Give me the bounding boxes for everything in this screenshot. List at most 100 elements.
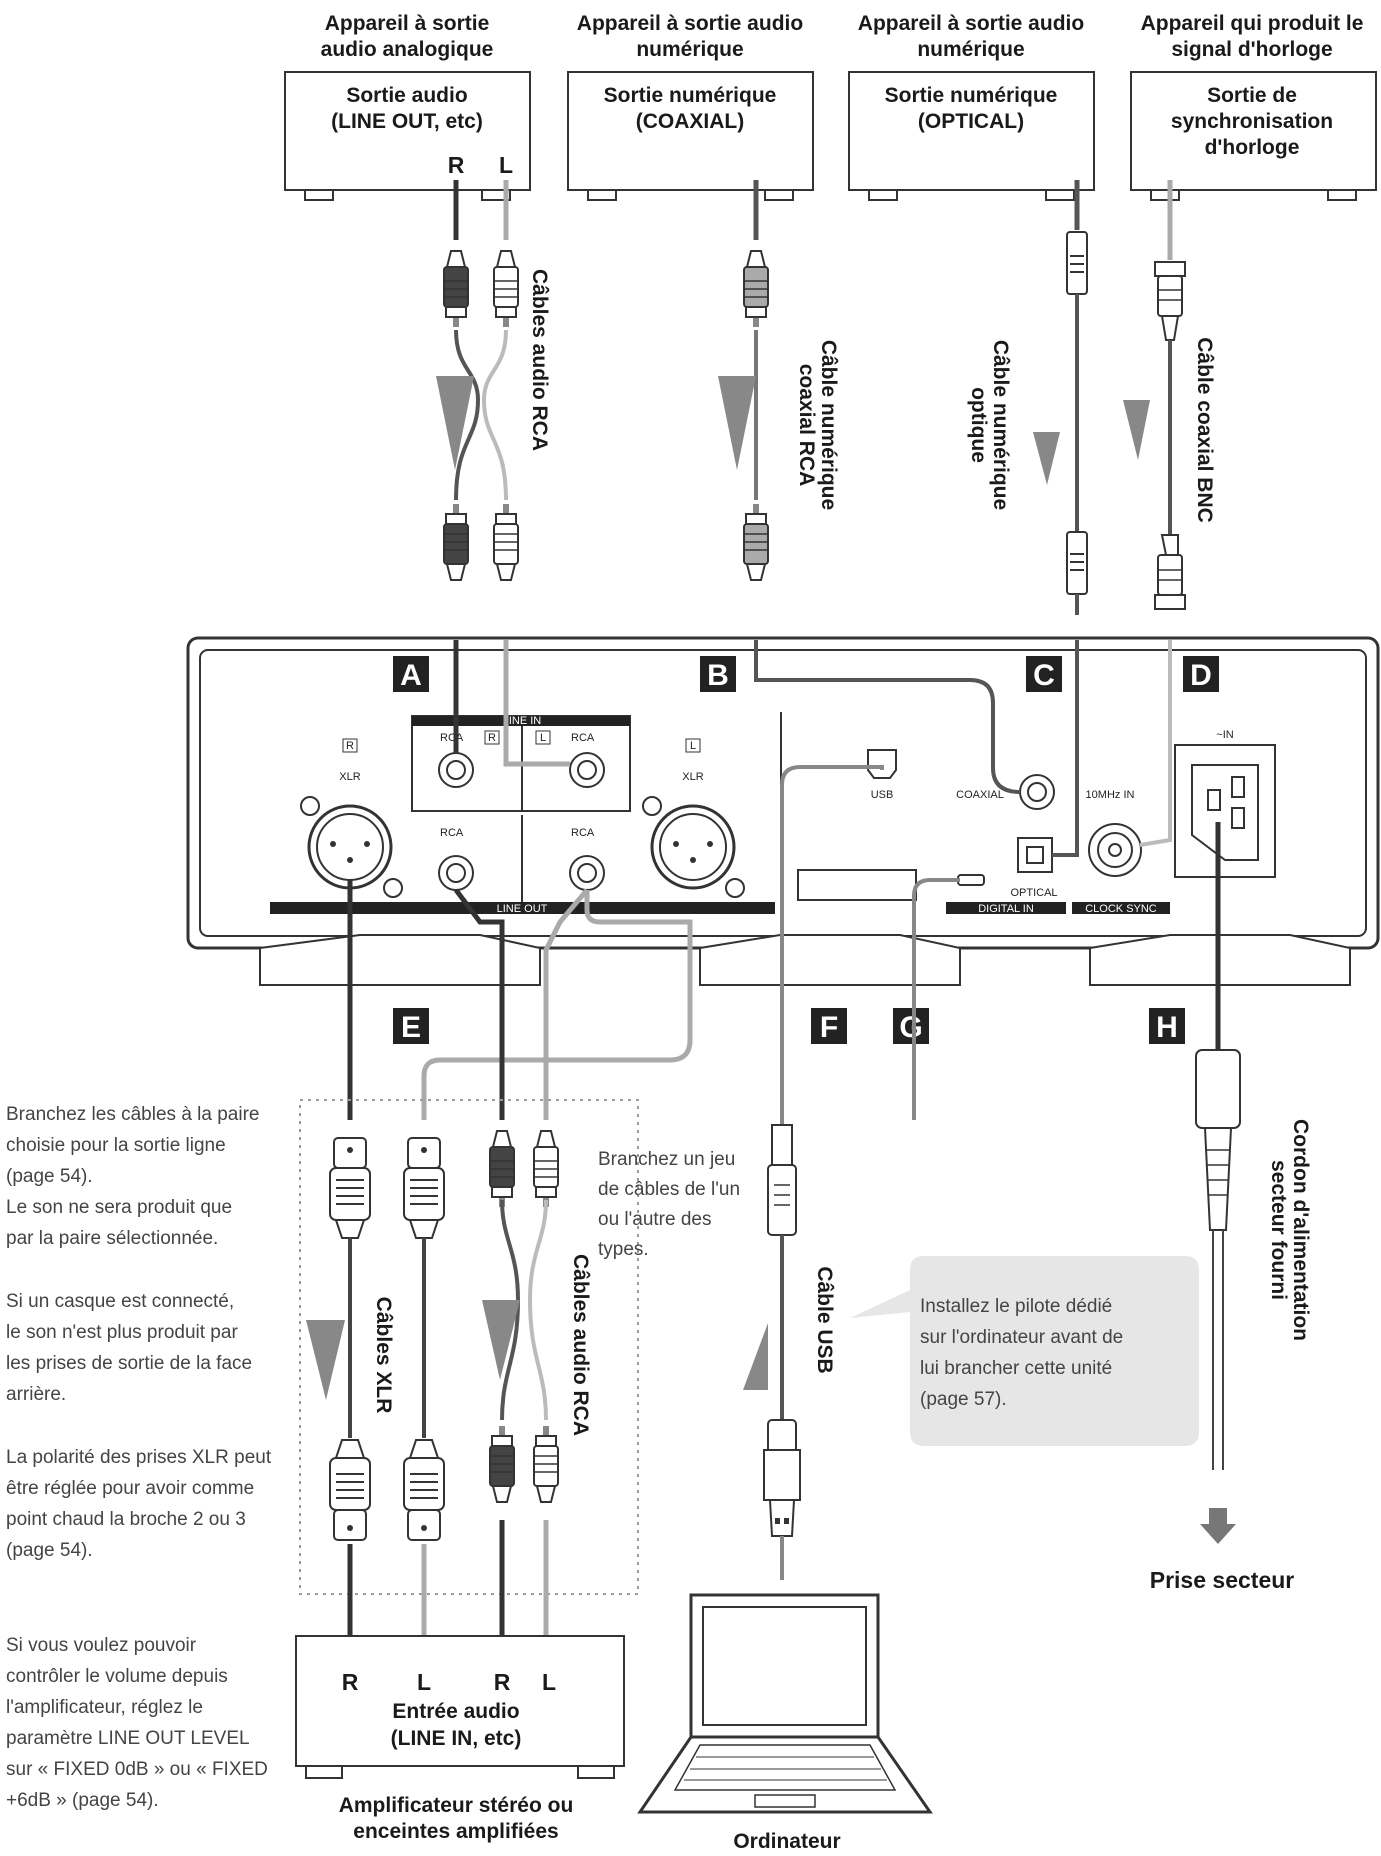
cable-label-usb: Câble USB bbox=[813, 1266, 836, 1373]
panel-l-box-1: L bbox=[540, 732, 546, 744]
svg-text:par la paire sélectionnée.: par la paire sélectionnée. bbox=[6, 1228, 218, 1249]
jack-line-in-l[interactable] bbox=[569, 752, 605, 788]
amp-box-line2: (LINE IN, etc) bbox=[391, 1727, 522, 1750]
panel-xlr-l: XLR bbox=[682, 771, 703, 783]
svg-text:choisie pour la sortie ligne: choisie pour la sortie ligne bbox=[6, 1135, 226, 1156]
panel-line-in: LINE IN bbox=[503, 715, 542, 727]
coax-cable bbox=[743, 180, 769, 581]
arrow-down-icon bbox=[1033, 432, 1060, 485]
header-coax-1: Appareil à sortie audio bbox=[577, 12, 803, 35]
source-clock-line1: Sortie de bbox=[1207, 84, 1297, 107]
jack-coaxial[interactable] bbox=[1019, 774, 1055, 810]
svg-text:paramètre LINE OUT LEVEL: paramètre LINE OUT LEVEL bbox=[6, 1728, 250, 1749]
arrow-down-icon bbox=[482, 1300, 520, 1380]
panel-rca-1: RCA bbox=[440, 732, 464, 744]
amp-box-line1: Entrée audio bbox=[392, 1700, 519, 1723]
cable-label-rca-bottom: Câbles audio RCA bbox=[569, 1254, 592, 1436]
section-badge-c: C bbox=[1026, 656, 1062, 692]
jack-line-in-r[interactable] bbox=[438, 752, 474, 788]
mid-note-line4: types. bbox=[598, 1239, 649, 1260]
cable-label-rca-top: Câbles audio RCA bbox=[528, 269, 551, 451]
panel-digital-in: DIGITAL IN bbox=[978, 903, 1034, 915]
panel-l-box-2: L bbox=[690, 740, 696, 752]
svg-text:Branchez les câbles à la paire: Branchez les câbles à la paire bbox=[6, 1104, 259, 1125]
header-analog-1: Appareil à sortie bbox=[325, 12, 490, 35]
panel-xlr-r: XLR bbox=[339, 771, 360, 783]
panel-rca-2: RCA bbox=[571, 732, 595, 744]
amp-label-line1: Amplificateur stéréo ou bbox=[339, 1794, 574, 1817]
source-optical-line2: (OPTICAL) bbox=[918, 110, 1024, 133]
svg-text:F: F bbox=[820, 1011, 838, 1044]
callout-line2: sur l'ordinateur avant de bbox=[920, 1327, 1123, 1348]
source-analog-line1: Sortie audio bbox=[346, 84, 467, 107]
jack-line-out-l[interactable] bbox=[569, 855, 605, 891]
mid-note-line3: ou l'autre des bbox=[598, 1209, 711, 1230]
left-notes: Branchez les câbles à la paire choisie p… bbox=[6, 1104, 272, 1811]
source-channel-r: R bbox=[448, 152, 465, 178]
svg-text:arrière.: arrière. bbox=[6, 1384, 66, 1405]
jack-line-out-r[interactable] bbox=[438, 855, 474, 891]
svg-text:contrôler le volume depuis: contrôler le volume depuis bbox=[6, 1666, 228, 1687]
driver-callout bbox=[850, 1256, 1199, 1446]
source-device-coax bbox=[567, 71, 814, 201]
jack-micro-usb[interactable] bbox=[957, 874, 985, 886]
svg-text:(page 54).: (page 54). bbox=[6, 1166, 93, 1187]
svg-text:C: C bbox=[1033, 659, 1055, 692]
svg-text:H: H bbox=[1156, 1011, 1178, 1044]
callout-line4: (page 57). bbox=[920, 1389, 1007, 1410]
svg-text:B: B bbox=[707, 659, 729, 692]
svg-text:les prises de sortie de la fac: les prises de sortie de la face bbox=[6, 1353, 252, 1374]
cable-label-power-1: Cordon d'alimentation bbox=[1289, 1119, 1312, 1341]
svg-text:le son n'est plus produit par: le son n'est plus produit par bbox=[6, 1322, 238, 1343]
amp-channel-r-2: R bbox=[494, 1669, 511, 1695]
panel-ac-in: ~IN bbox=[1216, 729, 1233, 741]
rca-cable-bottom bbox=[489, 1130, 559, 1640]
arrow-down-icon bbox=[306, 1320, 345, 1400]
svg-text:E: E bbox=[401, 1011, 421, 1044]
rca-cable-top bbox=[443, 180, 519, 581]
arrow-down-icon bbox=[436, 376, 474, 470]
panel-r-box-2: R bbox=[346, 740, 354, 752]
source-optical-line1: Sortie numérique bbox=[885, 84, 1058, 107]
svg-text:G: G bbox=[899, 1011, 922, 1044]
jack-usb[interactable] bbox=[867, 749, 897, 779]
svg-text:Le son ne sera produit que: Le son ne sera produit que bbox=[6, 1197, 232, 1218]
amp-channel-r-1: R bbox=[342, 1669, 359, 1695]
section-badge-d: D bbox=[1183, 656, 1219, 692]
jack-xlr-l[interactable] bbox=[642, 796, 745, 898]
bnc-cable bbox=[1154, 180, 1186, 610]
svg-text:D: D bbox=[1190, 659, 1212, 692]
jack-10mhz[interactable] bbox=[1088, 823, 1142, 877]
header-optical-2: numérique bbox=[917, 38, 1024, 61]
cable-label-power-2: secteur fourni bbox=[1267, 1160, 1290, 1300]
laptop-icon bbox=[637, 1593, 933, 1814]
source-device-analog bbox=[284, 71, 531, 201]
source-device-optical bbox=[848, 71, 1095, 201]
panel-clock-sync: CLOCK SYNC bbox=[1085, 903, 1157, 915]
panel-r-box-1: R bbox=[488, 732, 496, 744]
cable-label-bnc: Câble coaxial BNC bbox=[1193, 337, 1216, 523]
output-choice-dashed-box bbox=[299, 1099, 639, 1595]
source-coax-line2: (COAXIAL) bbox=[636, 110, 745, 133]
amplifier-device bbox=[295, 1635, 625, 1779]
header-clock-1: Appareil qui produit le bbox=[1141, 12, 1364, 35]
svg-text:(page 54).: (page 54). bbox=[6, 1540, 93, 1561]
source-device-clock bbox=[1130, 71, 1377, 201]
mid-note-line1: Branchez un jeu bbox=[598, 1149, 735, 1170]
usb-cable bbox=[763, 1124, 801, 1580]
arrow-down-icon bbox=[1123, 400, 1150, 460]
jack-xlr-r[interactable] bbox=[300, 796, 403, 898]
panel-rca-4: RCA bbox=[571, 827, 595, 839]
svg-text:l'amplificateur, réglez le: l'amplificateur, réglez le bbox=[6, 1697, 203, 1718]
source-analog-line2: (LINE OUT, etc) bbox=[331, 110, 483, 133]
arrow-up-icon bbox=[743, 1323, 768, 1390]
source-channel-l: L bbox=[499, 152, 513, 178]
outlet-label: Prise secteur bbox=[1150, 1567, 1295, 1593]
panel-usb: USB bbox=[871, 789, 894, 801]
header-coax-2: numérique bbox=[636, 38, 743, 61]
svg-text:La polarité des prises XLR peu: La polarité des prises XLR peut bbox=[6, 1447, 272, 1468]
arrow-down-icon bbox=[1200, 1508, 1236, 1544]
svg-text:+6dB » (page 54).: +6dB » (page 54). bbox=[6, 1790, 159, 1811]
jack-optical[interactable] bbox=[1017, 837, 1053, 873]
